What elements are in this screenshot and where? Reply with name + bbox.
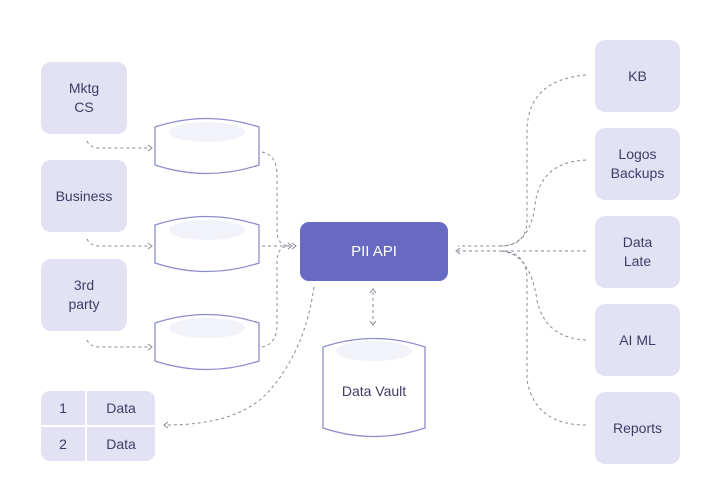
arrowhead-vault-down (369, 320, 377, 326)
connector-mktg-to-db1 (86, 140, 150, 149)
arrowhead-db3 (147, 343, 153, 351)
table-cell-index: 2 (59, 436, 67, 452)
table-divider (41, 425, 155, 427)
consumer-box-data-late: Data Late (595, 216, 680, 288)
source-box-mktg-cs: Mktg CS (41, 62, 127, 134)
table-cell-value: Data (85, 391, 155, 425)
source-box-3rd-party: 3rd party (41, 259, 127, 331)
arrowhead-table (163, 421, 169, 429)
database-cylinder-1 (154, 117, 260, 175)
connector-kb-to-api (458, 74, 587, 247)
arrowhead-api-right (455, 247, 461, 255)
arrowhead-db1 (147, 144, 153, 152)
connector-db3-to-api (261, 245, 291, 348)
consumer-box-kb: KB (595, 40, 680, 112)
output-data-table: 1 Data 2 Data (41, 391, 155, 461)
consumer-box-ai-ml: AI ML (595, 304, 680, 376)
database-cylinder-2 (154, 215, 260, 273)
arrowhead-api-left (287, 242, 297, 250)
pii-api-node: PII API (300, 222, 448, 281)
consumer-box-reports: Reports (595, 392, 680, 464)
arrowhead-db2 (147, 242, 153, 250)
connector-api-to-table (165, 286, 315, 426)
database-cylinder-3 (154, 313, 260, 371)
connector-db1-to-api (261, 151, 291, 247)
table-row: 1 Data (41, 391, 155, 425)
connector-aiml-to-api (499, 250, 587, 341)
consumer-box-logos-backups: Logos Backups (595, 128, 680, 200)
connector-logos-to-api (499, 159, 587, 247)
data-vault-label: Data Vault (341, 383, 407, 399)
source-box-business: Business (41, 160, 127, 232)
table-cell-index: 1 (59, 400, 67, 416)
table-row: 2 Data (41, 427, 155, 461)
table-cell-value: Data (85, 427, 155, 461)
arrowhead-api-up (369, 288, 377, 294)
data-vault-cylinder (322, 337, 426, 438)
connector-business-to-db2 (86, 238, 150, 247)
connector-3rdparty-to-db3 (86, 339, 150, 348)
connector-reports-to-api (499, 250, 587, 426)
